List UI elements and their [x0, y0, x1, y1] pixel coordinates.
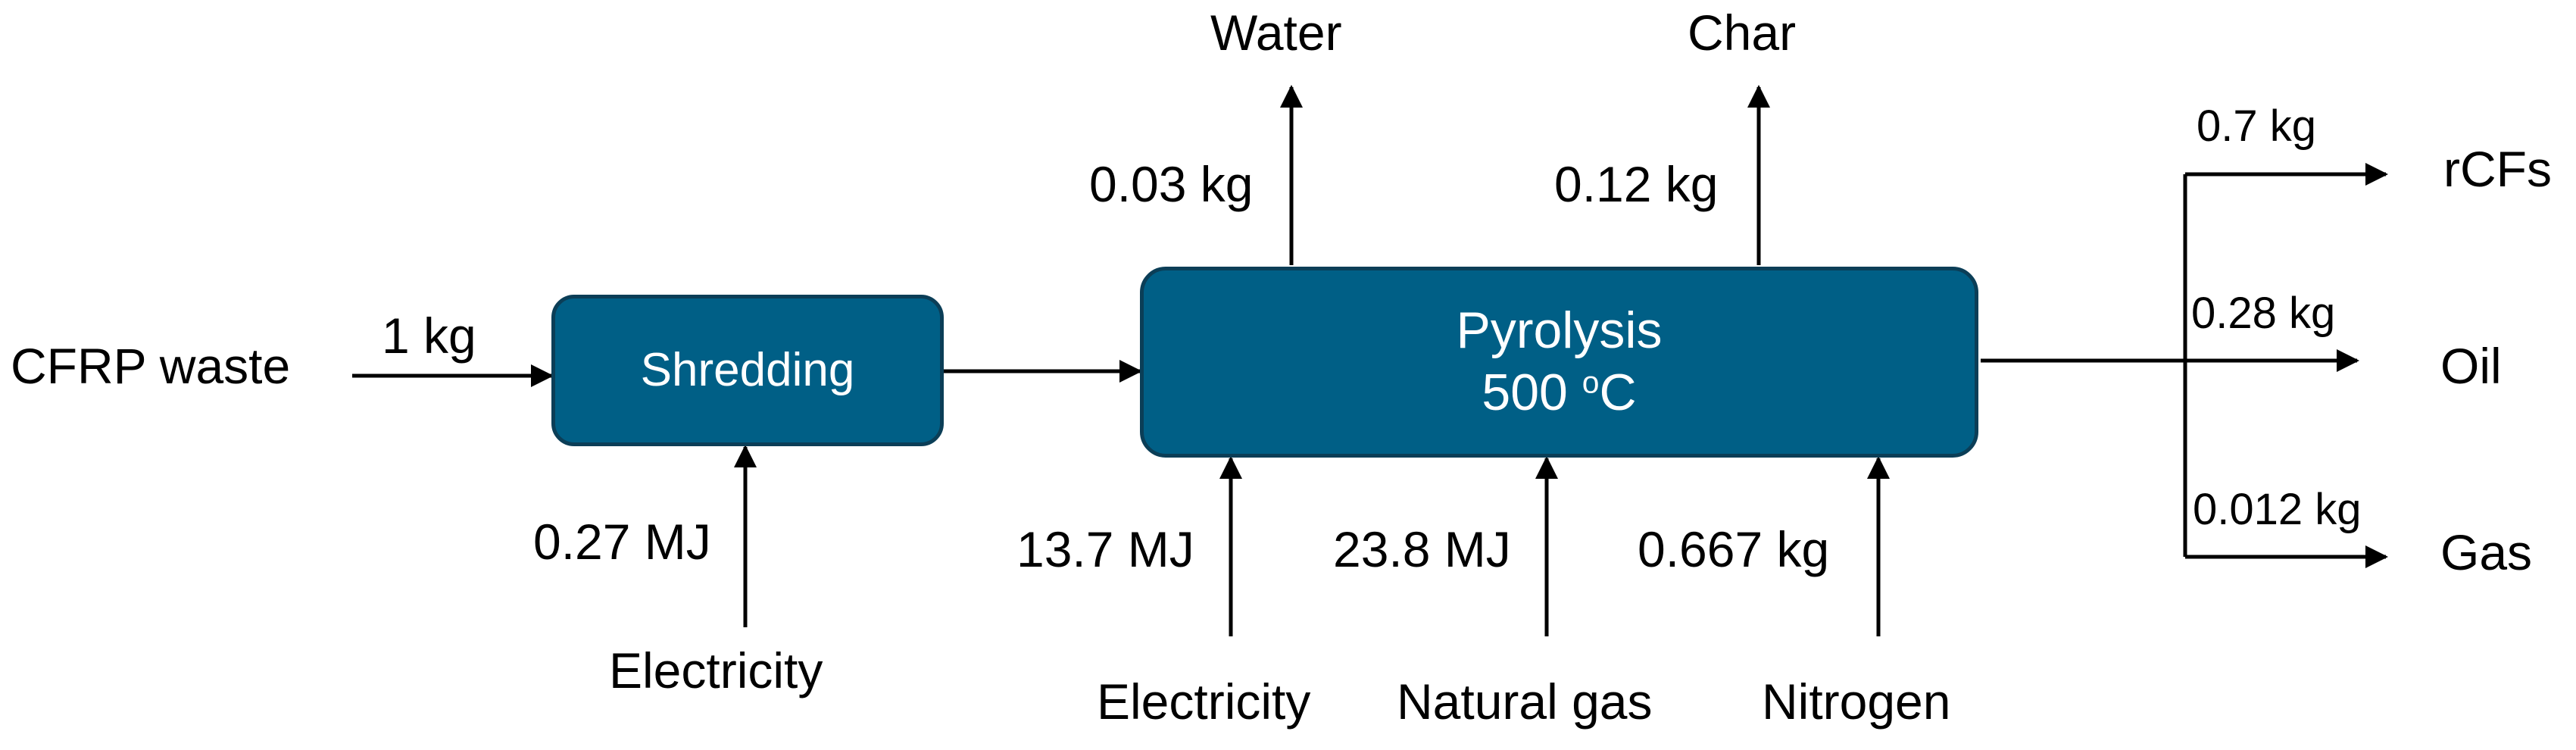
pyrolysis-box: Pyrolysis 500 oC [1140, 267, 1978, 458]
shredding-label: Shredding [640, 343, 855, 396]
nitrogen-amount: 0.667 kg [1638, 521, 1830, 577]
oil-amount: 0.28 kg [2191, 289, 2336, 338]
gas-amount: 0.012 kg [2193, 485, 2362, 534]
pyrolysis-label: Pyrolysis [1456, 302, 1663, 360]
degree-superscript: o [1582, 364, 1600, 400]
nitrogen-label: Nitrogen [1762, 673, 1951, 730]
shredding-electricity-amount: 0.27 MJ [533, 514, 711, 570]
natural-gas-amount: 23.8 MJ [1333, 521, 1511, 577]
cfrp-waste-amount: 1 kg [382, 308, 476, 364]
cfrp-waste-label: CFRP waste [11, 338, 291, 394]
rcfs-label: rCFs [2443, 141, 2552, 197]
gas-label: Gas [2440, 524, 2533, 580]
water-amount: 0.03 kg [1089, 156, 1254, 212]
shredding-electricity-label: Electricity [609, 642, 823, 698]
oil-label: Oil [2440, 338, 2502, 394]
pyrolysis-temperature: 500 [1482, 364, 1568, 421]
pyrolysis-unit: C [1599, 364, 1637, 421]
pyrolysis-electricity-amount: 13.7 MJ [1016, 521, 1194, 577]
water-label: Water [1210, 5, 1342, 61]
natural-gas-label: Natural gas [1397, 673, 1653, 730]
pyrolysis-electricity-label: Electricity [1097, 673, 1311, 730]
pyrolysis-temperature-line: 500 oC [1482, 362, 1636, 424]
rcfs-amount: 0.7 kg [2197, 102, 2316, 151]
shredding-box: Shredding [551, 295, 944, 446]
char-label: Char [1688, 5, 1797, 61]
char-amount: 0.12 kg [1554, 156, 1719, 212]
